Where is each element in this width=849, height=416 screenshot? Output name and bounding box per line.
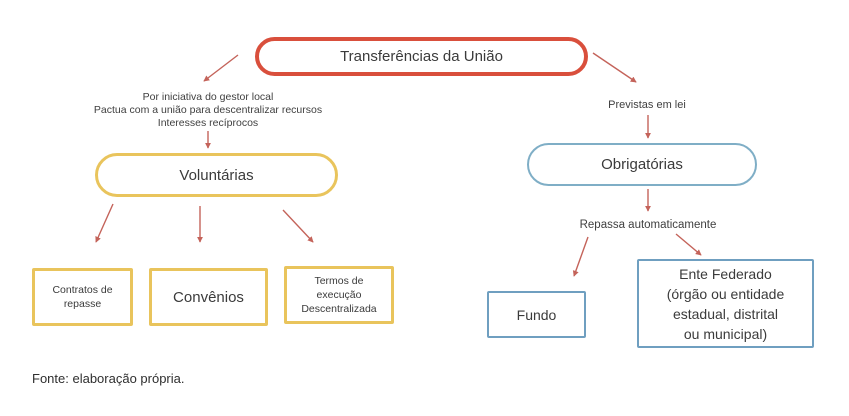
node-fundo-label: Fundo <box>516 306 557 323</box>
arrow-repassa-to-fundo <box>572 236 589 277</box>
node-voluntarias-label: Voluntárias <box>179 166 254 184</box>
mandatory-transfer-note: Repassa automaticamente <box>579 219 717 231</box>
node-contratos-de-repasse: Contratos de repasse <box>32 268 133 326</box>
node-fundo: Fundo <box>487 291 586 338</box>
arrow-root-to-right-note <box>592 52 637 83</box>
node-voluntarias: Voluntárias <box>95 153 338 197</box>
node-obrigatorias-label: Obrigatórias <box>601 156 683 173</box>
node-termos-execucao: Termos de execução Descentralizada <box>284 266 394 324</box>
mandatory-criteria-note: Previstas em lei <box>608 99 686 111</box>
arrow-root-to-left-note <box>203 54 239 82</box>
node-convenios-label: Convênios <box>173 288 244 306</box>
node-obrigatorias: Obrigatórias <box>527 143 757 186</box>
node-ente-federado-label: Ente Federado (órgão ou entidade estadua… <box>666 265 785 342</box>
arrow-repassa-to-ente <box>675 233 702 256</box>
node-termos-label: Termos de execução Descentralizada <box>301 275 377 315</box>
node-convenios: Convênios <box>149 268 268 326</box>
arrow-voluntarias-to-contratos <box>95 203 114 243</box>
voluntary-criteria-note: Por iniciativa do gestor local Pactua co… <box>93 91 323 129</box>
source-caption: Fonte: elaboração própria. <box>32 371 185 386</box>
node-transferencias-label: Transferências da União <box>340 48 503 65</box>
node-transferencias-da-uniao: Transferências da União <box>255 37 588 76</box>
node-ente-federado: Ente Federado (órgão ou entidade estadua… <box>637 259 814 348</box>
arrow-voluntarias-to-termos <box>282 209 314 243</box>
node-contratos-label: Contratos de repasse <box>52 284 113 310</box>
